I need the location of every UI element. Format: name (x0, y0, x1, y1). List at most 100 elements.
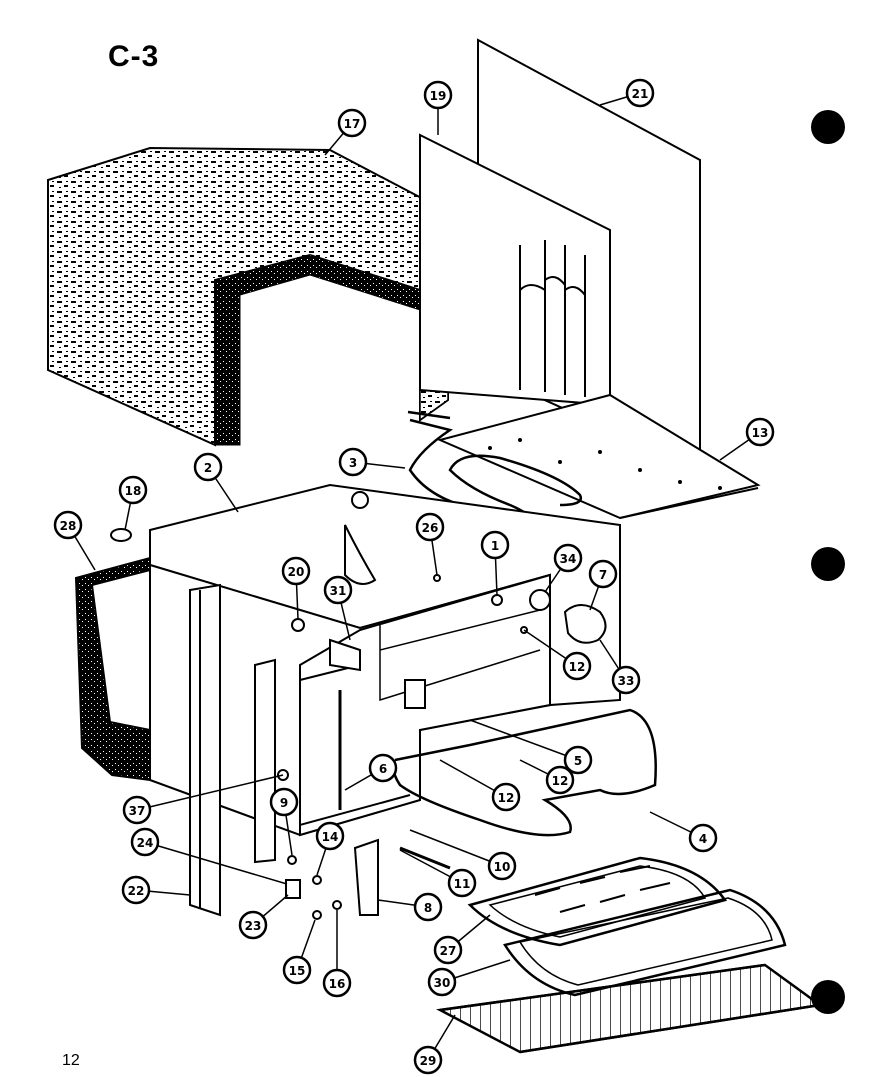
callout-number: 12 (498, 791, 515, 805)
callout-number: 8 (424, 901, 432, 915)
callout-circle (562, 651, 592, 681)
callout-number: 4 (699, 832, 707, 846)
callout-number: 27 (440, 944, 457, 958)
callout-number: 21 (632, 87, 649, 101)
callout-part-31: 31 (323, 575, 353, 605)
callout-part-22: 22 (121, 875, 151, 905)
callout-circle (427, 967, 457, 997)
callout-part-6: 6 (368, 753, 398, 783)
callout-part-20: 20 (281, 556, 311, 586)
callout-number: 18 (125, 484, 142, 498)
broil-pan (467, 856, 728, 947)
page-number: 12 (62, 1052, 80, 1069)
callout-part-26: 26 (415, 512, 445, 542)
callout-circle (423, 80, 453, 110)
callout-part-37: 37 (122, 795, 152, 825)
callout-circle (130, 827, 160, 857)
callout-part-21: 21 (625, 78, 655, 108)
insulation-wrap (47, 146, 449, 447)
callout-number: 26 (422, 521, 439, 535)
callout-circle (269, 787, 299, 817)
callout-part-19: 19 (423, 80, 453, 110)
pan-insert (503, 888, 787, 997)
callout-number: 33 (618, 674, 635, 688)
callout-number: 3 (349, 456, 357, 470)
callout-circle (625, 78, 655, 108)
binder-hole (811, 110, 845, 144)
bake-element (392, 708, 657, 837)
callout-part-5: 5 (563, 745, 593, 775)
callout-circle (122, 795, 152, 825)
callout-circle (322, 968, 352, 998)
broil-element (407, 410, 583, 543)
callout-number: 29 (420, 1054, 437, 1068)
callout-number: 20 (288, 565, 305, 579)
callout-number: 37 (129, 804, 146, 818)
callout-circle (53, 510, 83, 540)
callout-number: 30 (434, 976, 451, 990)
callout-part-18: 18 (118, 475, 148, 505)
callout-circle (553, 543, 583, 573)
callout-part-4: 4 (688, 823, 718, 853)
callout-circle (338, 447, 368, 477)
callout-part-13: 13 (745, 417, 775, 447)
callout-circle (315, 821, 345, 851)
callout-circle (413, 1045, 443, 1075)
binder-hole (811, 547, 845, 581)
callout-number: 13 (752, 426, 769, 440)
callout-circle (688, 823, 718, 853)
callout-circle (368, 753, 398, 783)
callout-part-16: 16 (322, 968, 352, 998)
callout-part-14: 14 (315, 821, 345, 851)
callout-part-29: 29 (413, 1045, 443, 1075)
callout-number: 19 (430, 89, 447, 103)
callout-part-34: 34 (553, 543, 583, 573)
callout-circle (611, 665, 641, 695)
callout-circle (413, 892, 443, 922)
callout-circle (323, 575, 353, 605)
callout-part-2: 2 (193, 452, 223, 482)
callout-number: 11 (454, 877, 471, 891)
oven-rack (435, 963, 824, 1054)
callout-part-1: 1 (480, 530, 510, 560)
callout-number: 16 (329, 977, 346, 991)
callout-circle (282, 955, 312, 985)
callout-circle (745, 417, 775, 447)
callout-part-12b: 12 (491, 782, 521, 812)
callout-part-7: 7 (588, 559, 618, 589)
callout-circle (121, 875, 151, 905)
callout-number: 2 (204, 461, 212, 475)
callout-part-12a: 12 (562, 651, 592, 681)
callout-part-3: 3 (338, 447, 368, 477)
callout-circle (337, 108, 367, 138)
callout-number: 6 (379, 762, 387, 776)
callout-part-8: 8 (413, 892, 443, 922)
callout-circle (415, 512, 445, 542)
callout-number: 12 (552, 774, 569, 788)
bottom-plate (436, 393, 761, 520)
callout-circle (588, 559, 618, 589)
callout-number: 24 (137, 836, 154, 850)
callout-number: 23 (245, 919, 262, 933)
callout-circle (545, 765, 575, 795)
callout-part-17: 17 (337, 108, 367, 138)
callout-circle (563, 745, 593, 775)
callout-part-9: 9 (269, 787, 299, 817)
page-title: C-3 (108, 40, 160, 73)
callout-part-24: 24 (130, 827, 160, 857)
callout-circle (238, 910, 268, 940)
callout-circle (491, 782, 521, 812)
callout-part-12c: 12 (545, 765, 575, 795)
callout-number: 7 (599, 568, 607, 582)
callout-part-15: 15 (282, 955, 312, 985)
callout-number: 15 (289, 964, 306, 978)
callout-number: 1 (491, 539, 499, 553)
callout-number: 17 (344, 117, 361, 131)
callout-number: 14 (322, 830, 339, 844)
callout-number: 22 (128, 884, 145, 898)
callout-number: 9 (280, 796, 288, 810)
callout-circle (281, 556, 311, 586)
callout-part-10: 10 (487, 851, 517, 881)
